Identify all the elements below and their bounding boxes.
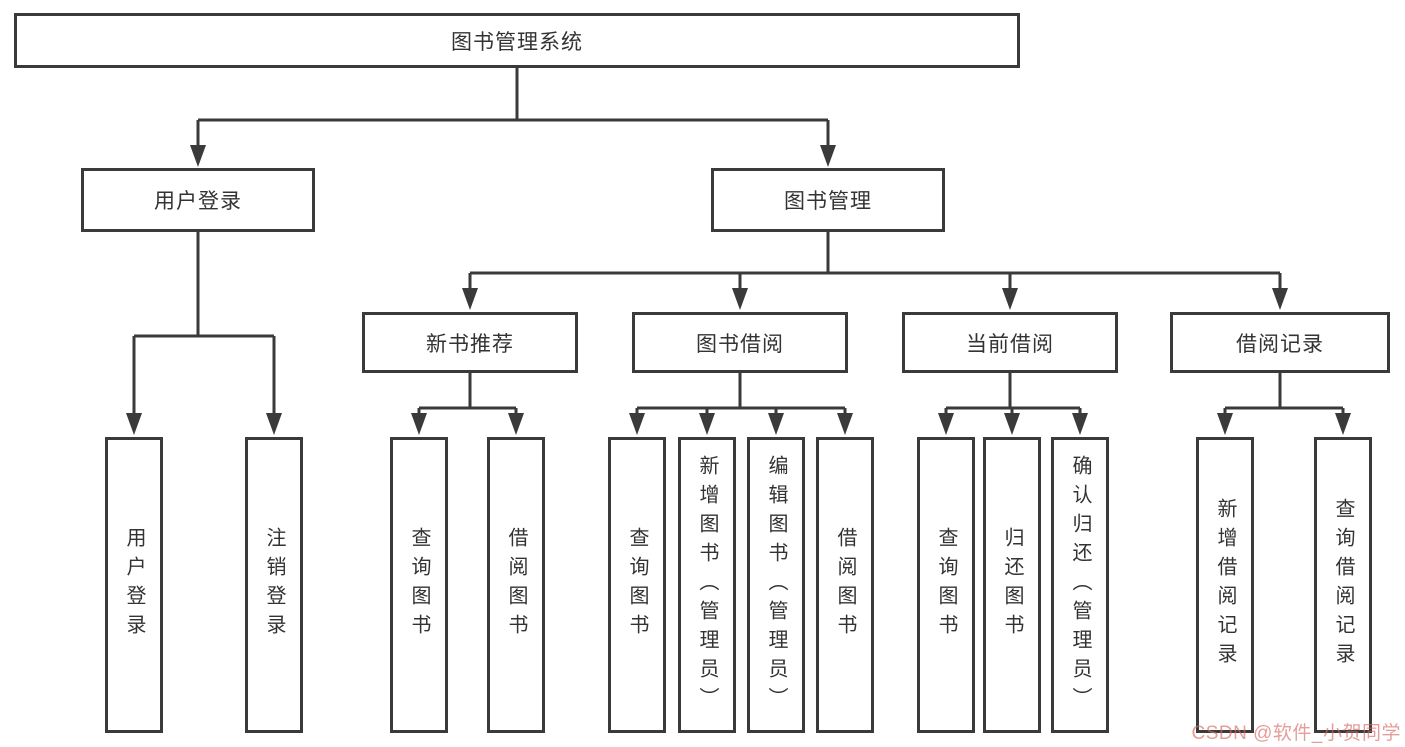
arrowhead bbox=[629, 413, 645, 435]
node-label: 借阅图书 bbox=[505, 527, 527, 643]
arrowhead bbox=[411, 413, 427, 435]
arrowhead bbox=[1004, 413, 1020, 435]
edges-user-login bbox=[132, 232, 276, 413]
leaf-add-book-admin: 新增图书（管理员） bbox=[678, 437, 736, 733]
node-label: 查询借阅记录 bbox=[1332, 498, 1354, 672]
arrowhead bbox=[938, 413, 954, 435]
node-label: 归还图书 bbox=[1001, 527, 1023, 643]
node-label: 编辑图书（管理员） bbox=[765, 454, 787, 716]
node-label: 新增图书（管理员） bbox=[696, 454, 718, 716]
edges-current-borrowing bbox=[944, 373, 1082, 413]
node-label: 当前借阅 bbox=[966, 332, 1054, 356]
arrowhead bbox=[266, 413, 282, 435]
node-label: 查询图书 bbox=[935, 527, 957, 643]
leaf-confirm-return-admin: 确认归还（管理员） bbox=[1051, 437, 1109, 733]
arrowhead bbox=[1002, 288, 1018, 310]
leaf-logout: 注销登录 bbox=[245, 437, 303, 733]
arrowhead bbox=[1072, 413, 1088, 435]
node-label: 查询图书 bbox=[408, 527, 430, 643]
node-new-book-recommendation: 新书推荐 bbox=[362, 312, 578, 373]
leaf-borrow-books: 借阅图书 bbox=[816, 437, 874, 733]
leaf-query-books-recommend: 查询图书 bbox=[390, 437, 448, 733]
node-book-borrowing: 图书借阅 bbox=[632, 312, 848, 373]
leaf-query-books-current: 查询图书 bbox=[917, 437, 975, 733]
arrowhead bbox=[1217, 413, 1233, 435]
edges-book-borrowing bbox=[635, 373, 847, 413]
arrowhead bbox=[1272, 288, 1288, 310]
node-label: 借阅记录 bbox=[1236, 332, 1324, 356]
leaf-query-books-borrowing: 查询图书 bbox=[608, 437, 666, 733]
edges-root bbox=[196, 68, 830, 146]
edges-book-management bbox=[468, 232, 1282, 289]
leaf-edit-book-admin: 编辑图书（管理员） bbox=[747, 437, 805, 733]
node-library-management-system: 图书管理系统 bbox=[14, 13, 1020, 68]
arrowhead bbox=[462, 288, 478, 310]
arrowhead bbox=[699, 413, 715, 435]
node-label: 注销登录 bbox=[263, 527, 285, 643]
node-label: 借阅图书 bbox=[834, 527, 856, 643]
arrowhead bbox=[732, 288, 748, 310]
node-book-management: 图书管理 bbox=[711, 168, 945, 232]
arrowhead bbox=[126, 413, 142, 435]
node-label: 图书借阅 bbox=[696, 332, 784, 356]
node-current-borrowing: 当前借阅 bbox=[902, 312, 1118, 373]
node-label: 新增借阅记录 bbox=[1214, 498, 1236, 672]
node-borrowing-records: 借阅记录 bbox=[1170, 312, 1390, 373]
leaf-user-login: 用户登录 bbox=[105, 437, 163, 733]
arrowhead bbox=[837, 413, 853, 435]
node-label: 用户登录 bbox=[123, 527, 145, 643]
leaf-add-borrow-record: 新增借阅记录 bbox=[1196, 437, 1254, 733]
edges-new-book-recommendation bbox=[417, 373, 518, 413]
arrowhead bbox=[1335, 413, 1351, 435]
node-label: 查询图书 bbox=[626, 527, 648, 643]
node-label: 图书管理系统 bbox=[451, 30, 583, 54]
node-label: 图书管理 bbox=[784, 190, 872, 213]
edges-borrowing-records bbox=[1223, 373, 1345, 413]
node-label: 新书推荐 bbox=[426, 332, 514, 356]
leaf-return-books: 归还图书 bbox=[983, 437, 1041, 733]
leaf-borrow-books-recommend: 借阅图书 bbox=[487, 437, 545, 733]
watermark: CSDN @软件_小贺同学 bbox=[1191, 723, 1401, 744]
node-label: 确认归还（管理员） bbox=[1069, 454, 1091, 716]
arrowhead bbox=[820, 145, 836, 167]
leaf-query-borrow-record: 查询借阅记录 bbox=[1314, 437, 1372, 733]
node-label: 用户登录 bbox=[154, 190, 242, 213]
arrowhead bbox=[768, 413, 784, 435]
node-user-login: 用户登录 bbox=[81, 168, 315, 232]
arrowhead bbox=[508, 413, 524, 435]
arrowhead bbox=[190, 145, 206, 167]
